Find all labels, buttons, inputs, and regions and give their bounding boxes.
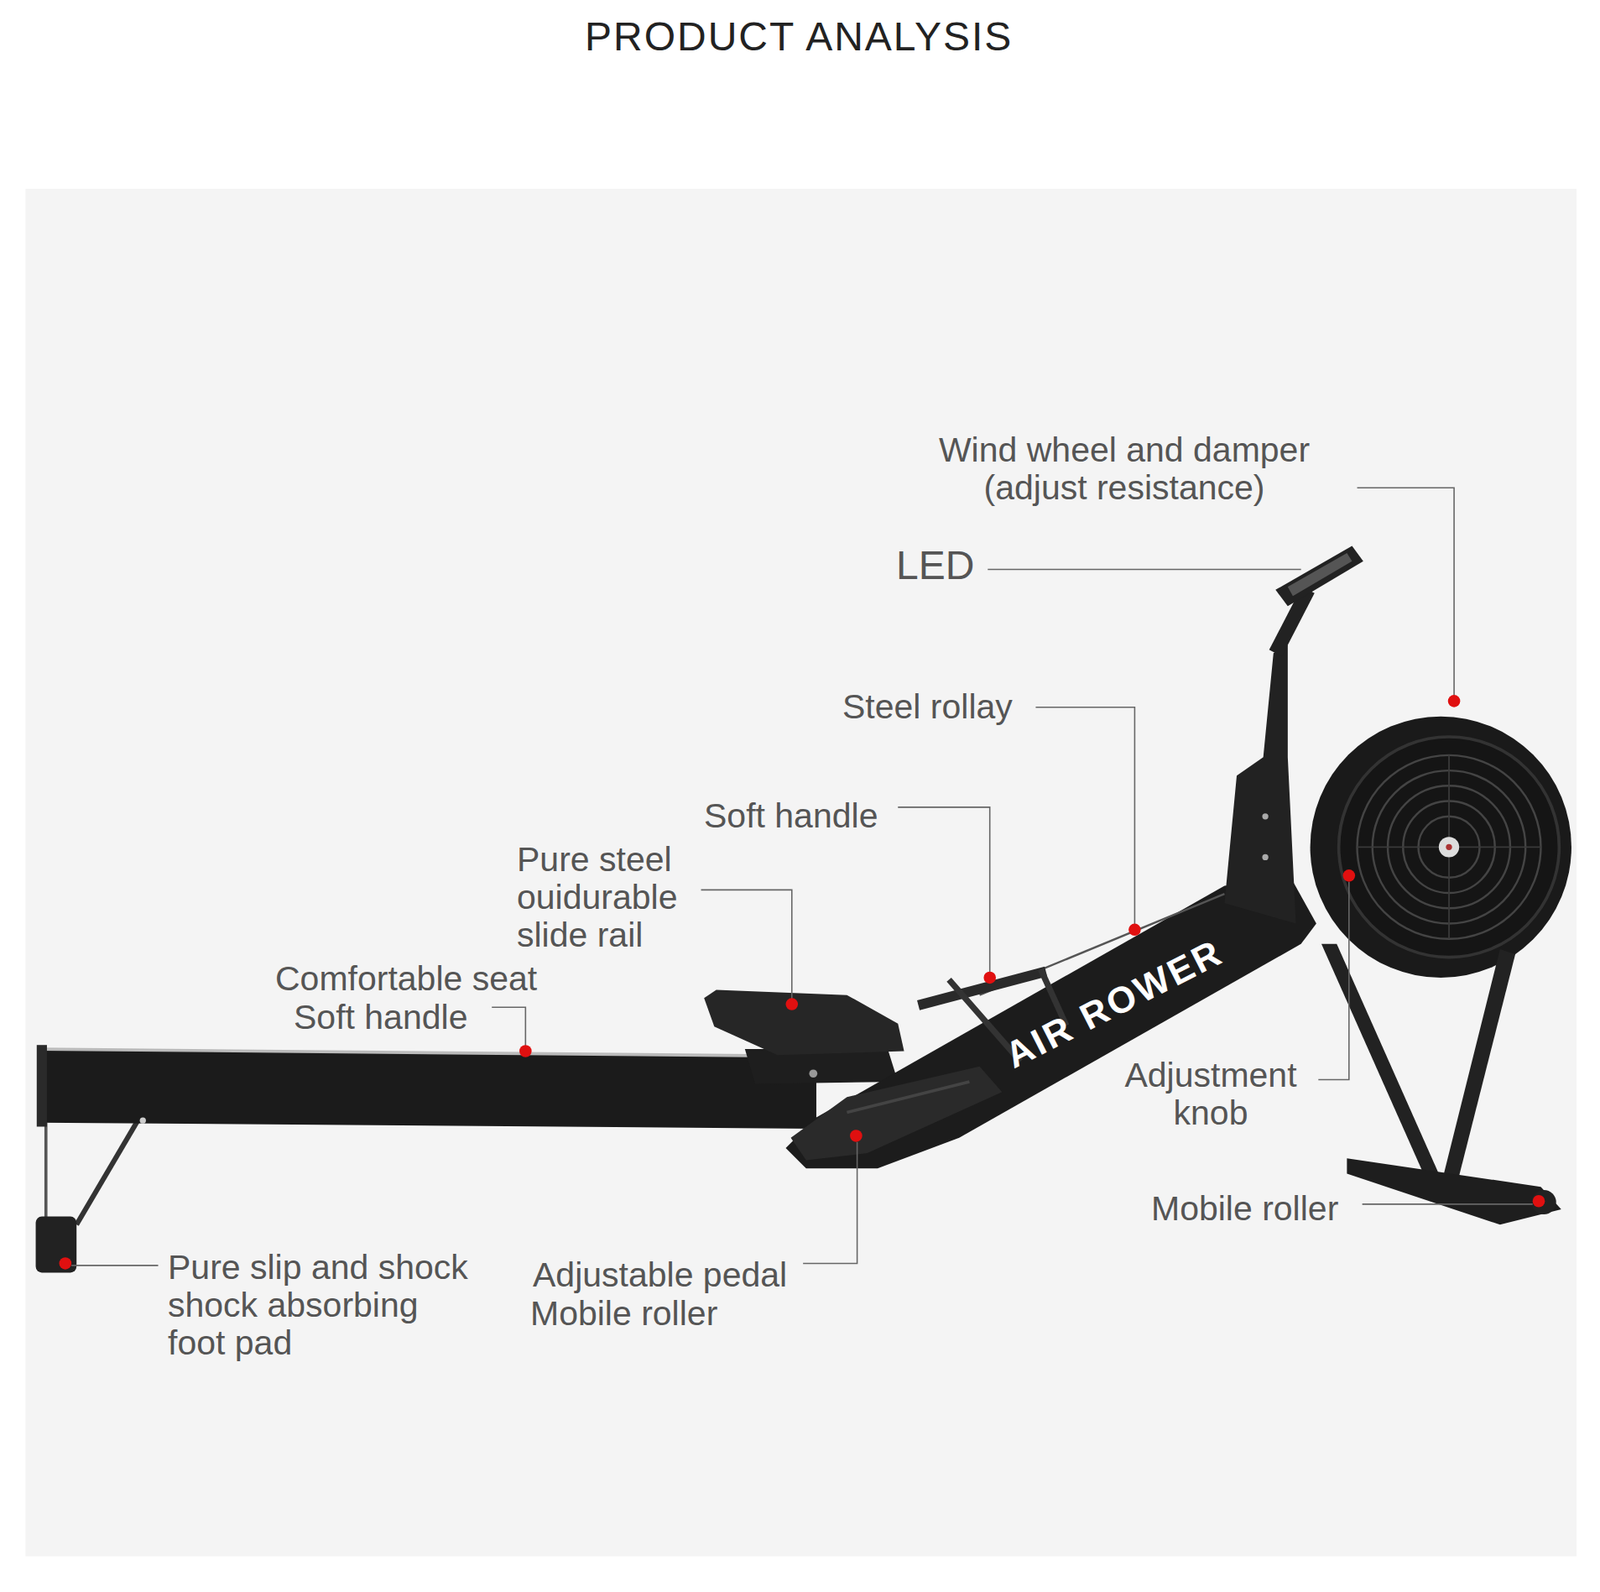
callout-label: LED	[896, 543, 975, 589]
callout-label: Soft handle	[703, 797, 878, 835]
callout-label: Adjustable pedal	[532, 1256, 787, 1294]
callout-label: Adjustment knob	[1110, 1056, 1312, 1132]
callout-label: Pure steel ouidurable slide rail	[516, 840, 698, 954]
page-title: PRODUCT ANALYSIS	[584, 13, 1013, 60]
callout-label: Mobile roller	[1151, 1189, 1339, 1228]
brand-lettering: AIR ROWER	[998, 930, 1230, 1076]
callout-label: Mobile roller	[530, 1294, 718, 1333]
callout-label: Soft handle	[293, 998, 468, 1037]
callout-label: Comfortable seat	[275, 959, 537, 998]
callout-label: Steel rollay	[842, 687, 1013, 726]
callout-label: Pure slip and shock shock absorbing foot…	[167, 1248, 480, 1362]
callout-label: Wind wheel and damper (adjust resistance…	[906, 431, 1343, 507]
